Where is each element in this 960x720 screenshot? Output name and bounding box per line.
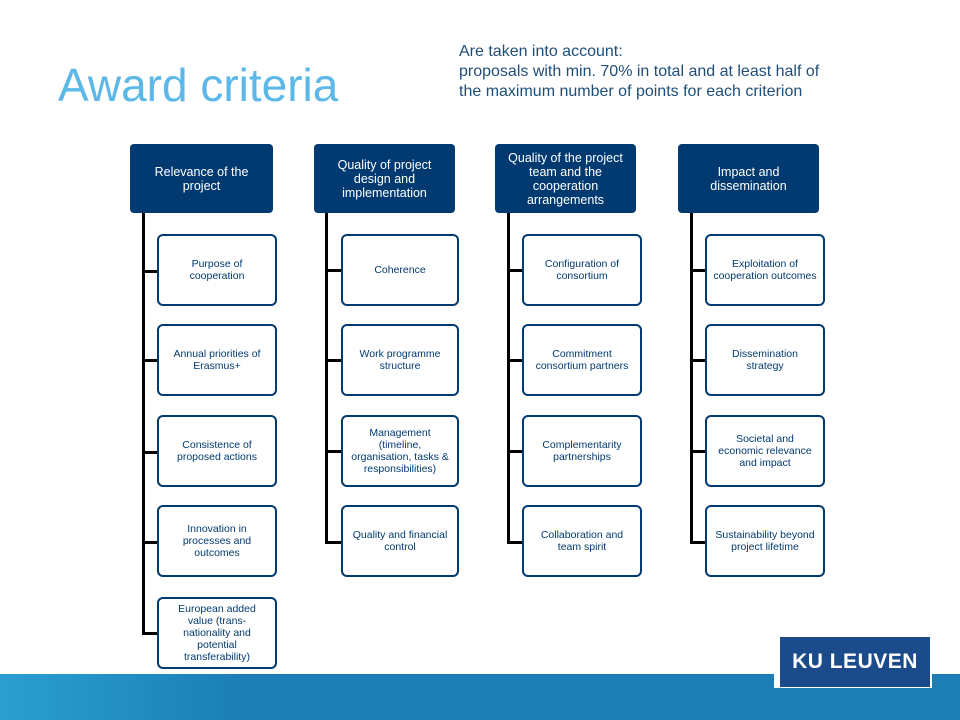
tree-branch — [142, 541, 158, 544]
tree-branch — [325, 359, 342, 362]
tree-branch — [507, 269, 524, 272]
criterion-header: Quality of the project team and the coop… — [495, 144, 636, 213]
tree-branch — [690, 450, 706, 453]
ku-leuven-logo: KU LEUVEN — [780, 637, 930, 687]
tree-branch — [690, 359, 706, 362]
criterion-item: Purpose of cooperation — [157, 234, 277, 306]
criterion-item: European added value (trans-nationality … — [157, 597, 277, 669]
criterion-item: Societal and economic relevance and impa… — [705, 415, 825, 487]
criterion-header: Quality of project design and implementa… — [314, 144, 455, 213]
tree-branch — [142, 359, 158, 362]
criterion-header: Relevance of the project — [130, 144, 273, 213]
tree-branch — [142, 632, 158, 635]
note-line-1: Are taken into account: — [459, 43, 623, 60]
tree-branch — [325, 450, 342, 453]
tree-branch — [325, 541, 342, 544]
tree-branch — [690, 269, 706, 272]
criterion-item: Dissemination strategy — [705, 324, 825, 396]
criterion-item: Consistence of proposed actions — [157, 415, 277, 487]
acceptance-note: Are taken into account: proposals with m… — [459, 42, 929, 102]
slide-title: Award criteria — [58, 59, 339, 111]
note-line-3: the maximum number of points for each cr… — [459, 83, 803, 100]
criterion-item: Commitment consortium partners — [522, 324, 642, 396]
tree-connector — [507, 213, 510, 544]
tree-branch — [690, 541, 706, 544]
criterion-item: Coherence — [341, 234, 459, 306]
tree-branch — [507, 541, 524, 544]
criterion-header: Impact and dissemination — [678, 144, 819, 213]
note-line-2: proposals with min. 70% in total and at … — [459, 63, 820, 80]
criterion-item: Collaboration and team spirit — [522, 505, 642, 577]
criterion-item: Exploitation of cooperation outcomes — [705, 234, 825, 306]
criterion-item: Innovation in processes and outcomes — [157, 505, 277, 577]
footer-gradient — [0, 674, 240, 720]
criterion-item: Work programme structure — [341, 324, 459, 396]
criterion-item: Management (timeline, organisation, task… — [341, 415, 459, 487]
tree-branch — [507, 450, 524, 453]
tree-connector — [142, 213, 145, 634]
criterion-item: Annual priorities of Erasmus+ — [157, 324, 277, 396]
tree-branch — [142, 451, 158, 454]
tree-branch — [142, 270, 158, 273]
tree-branch — [325, 269, 342, 272]
criterion-item: Complementarity partnerships — [522, 415, 642, 487]
tree-connector — [325, 213, 328, 544]
criterion-item: Sustainability beyond project lifetime — [705, 505, 825, 577]
tree-connector — [690, 213, 693, 544]
criterion-item: Quality and financial control — [341, 505, 459, 577]
criterion-item: Configuration of consortium — [522, 234, 642, 306]
tree-branch — [507, 359, 524, 362]
